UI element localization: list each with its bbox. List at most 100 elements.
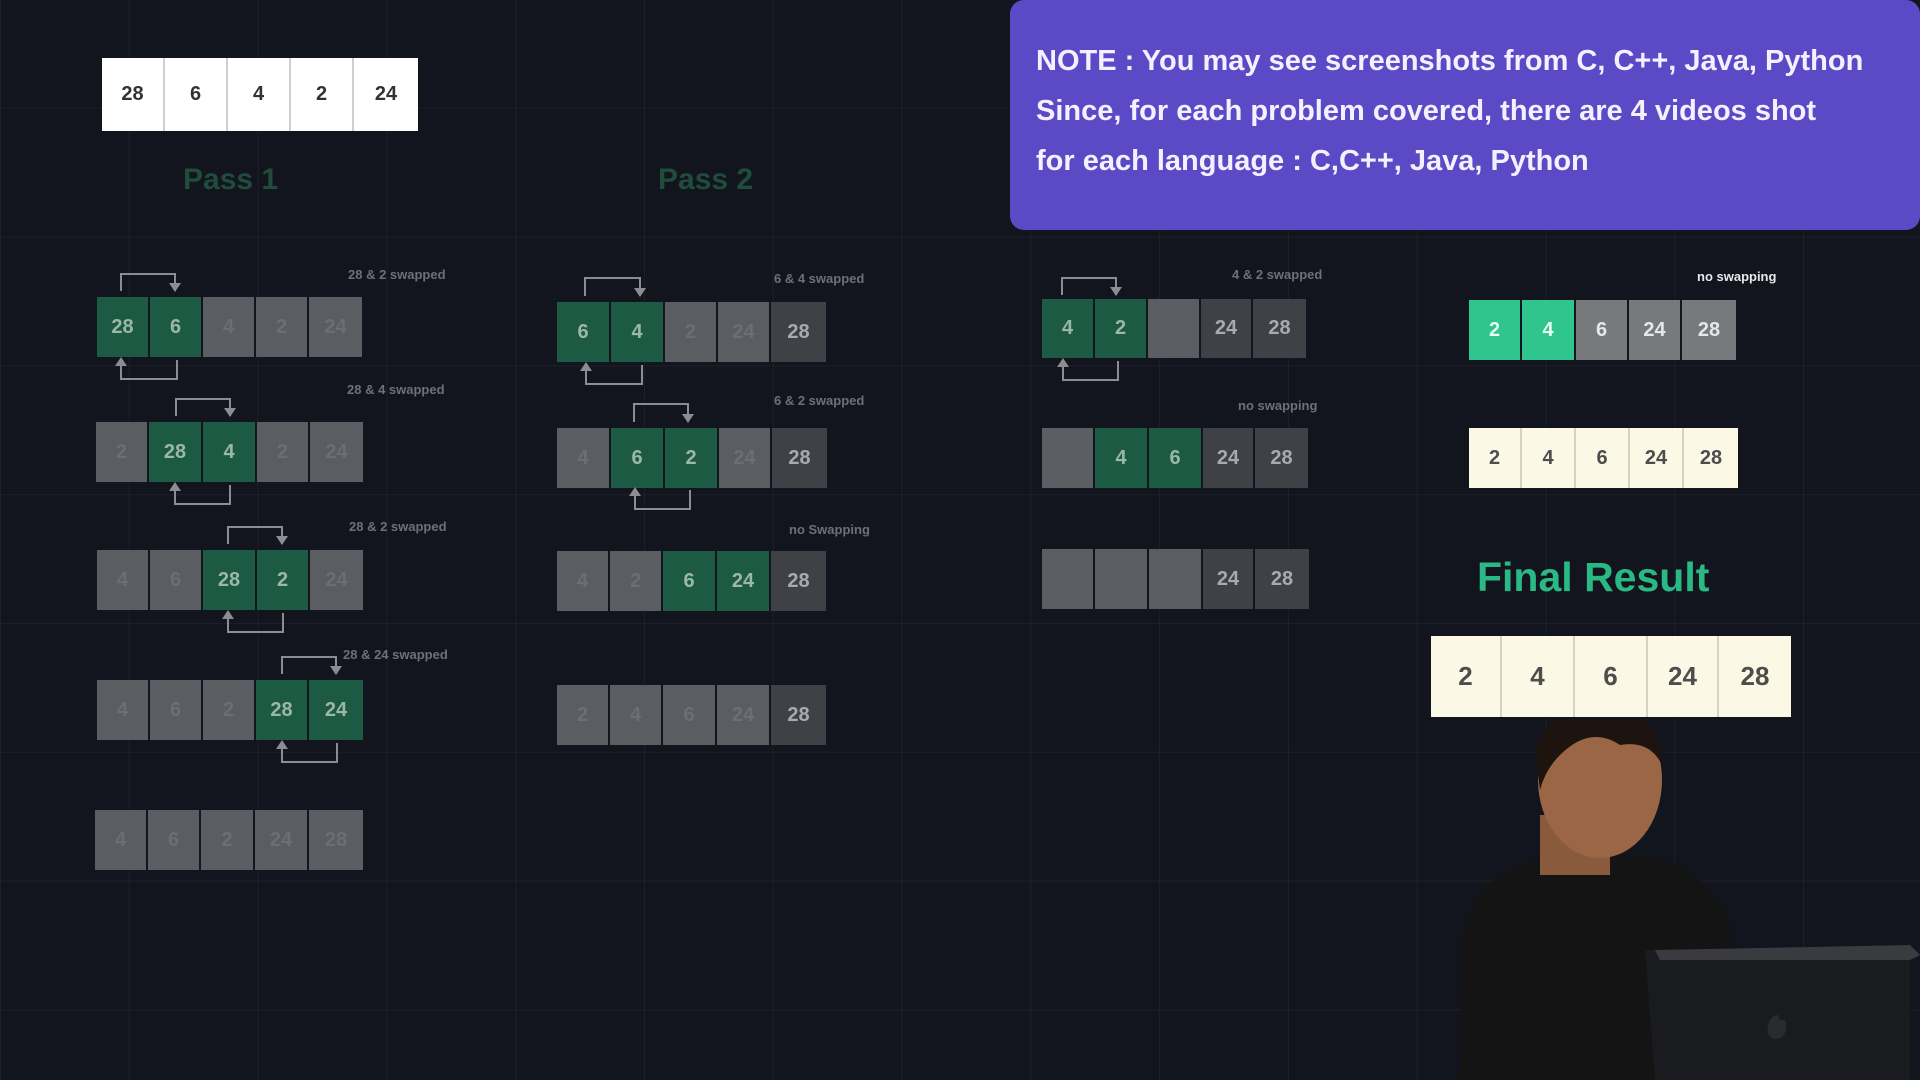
array-cell: 24	[255, 810, 309, 870]
swap-arrow	[227, 613, 284, 633]
array-cell: 2	[257, 422, 310, 482]
array-cell: 28	[203, 550, 257, 610]
array-cell: 4	[228, 58, 291, 131]
arrow-head-up-icon	[580, 362, 592, 371]
input-array: 28 6 4 2 24	[102, 58, 418, 131]
pass3-step2-array: 2 4 6 24 28	[1042, 428, 1308, 488]
arrow-head-up-icon	[115, 357, 127, 366]
array-cell: 4	[1522, 300, 1576, 360]
note-line-2: Since, for each problem covered, there a…	[1036, 95, 1817, 127]
array-cell: 6	[663, 685, 717, 745]
swap-arrow	[634, 490, 691, 510]
array-cell: 6	[1575, 636, 1648, 717]
array-cell: 28	[102, 58, 165, 131]
array-cell: 4	[1095, 549, 1149, 609]
pass2-step1-array: 6 4 2 24 28	[557, 302, 826, 362]
swap-arrow	[281, 743, 338, 763]
step-label: 28 & 24 swapped	[343, 647, 448, 662]
pass4-step2-array: 2 4 6 24 28	[1469, 428, 1738, 488]
array-cell: 28	[309, 810, 363, 870]
array-cell: 28	[149, 422, 203, 482]
swap-arrow	[120, 360, 178, 380]
array-cell: 4	[1502, 636, 1575, 717]
array-cell: 2	[1042, 549, 1095, 609]
array-cell: 28	[771, 685, 826, 745]
pass3-step1-array: 4 2 6 24 28	[1042, 299, 1306, 358]
array-cell: 2	[96, 422, 149, 482]
array-cell: 24	[719, 428, 772, 488]
final-result-array: 2 4 6 24 28	[1431, 636, 1791, 717]
swap-arrow	[174, 485, 231, 505]
array-cell: 6	[150, 680, 203, 740]
arrow-head-down-icon	[224, 408, 236, 417]
array-cell: 4	[97, 550, 150, 610]
step-label: 6 & 2 swapped	[774, 393, 865, 408]
array-cell: 4	[1522, 428, 1576, 488]
array-cell: 24	[309, 680, 363, 740]
array-cell: 28	[1253, 299, 1306, 358]
array-cell: 28	[256, 680, 309, 740]
arrow-head-down-icon	[169, 283, 181, 292]
swap-arrow	[1061, 277, 1117, 295]
array-cell: 2	[557, 685, 610, 745]
array-cell: 24	[310, 550, 363, 610]
array-cell: 2	[203, 680, 256, 740]
arrow-head-down-icon	[634, 288, 646, 297]
note-line-1: NOTE : You may see screenshots from C, C…	[1036, 45, 1864, 77]
array-cell: 4	[203, 297, 256, 357]
array-cell: 24	[310, 422, 363, 482]
arrow-head-down-icon	[682, 414, 694, 423]
array-cell: 6	[165, 58, 228, 131]
array-cell: 4	[610, 685, 663, 745]
pass3-step3-array: 2 4 6 24 28	[1042, 549, 1309, 609]
step-label: 6 & 4 swapped	[774, 271, 865, 286]
array-cell: 28	[97, 297, 150, 357]
swap-arrow	[585, 365, 643, 385]
array-cell: 2	[291, 58, 354, 131]
pass1-step1-array: 28 6 4 2 24	[97, 297, 362, 357]
arrow-head-up-icon	[276, 740, 288, 749]
pass-2-title: Pass 2	[658, 163, 754, 196]
array-cell: 4	[611, 302, 665, 362]
array-cell: 6	[557, 302, 611, 362]
arrow-head-up-icon	[1057, 358, 1069, 367]
array-cell: 2	[257, 550, 310, 610]
array-cell: 28	[771, 551, 826, 611]
presenter-video	[1440, 720, 1920, 1080]
array-cell: 24	[1648, 636, 1719, 717]
array-cell: 24	[717, 685, 771, 745]
array-cell: 28	[1255, 549, 1309, 609]
note-line-3: for each language : C,C++, Java, Python	[1036, 145, 1589, 177]
pass1-step4-array: 4 6 2 28 24	[97, 680, 363, 740]
swap-arrow	[633, 403, 689, 422]
array-cell: 28	[1684, 428, 1738, 488]
array-cell: 2	[1431, 636, 1502, 717]
array-cell: 24	[718, 302, 771, 362]
array-cell: 28	[772, 428, 827, 488]
array-cell: 24	[717, 551, 771, 611]
array-cell: 2	[1469, 428, 1522, 488]
swap-arrow	[175, 398, 231, 416]
array-cell: 2	[256, 297, 309, 357]
array-cell: 4	[557, 551, 610, 611]
step-label: 4 & 2 swapped	[1232, 267, 1323, 282]
array-cell: 2	[1469, 300, 1522, 360]
arrow-head-down-icon	[276, 536, 288, 545]
array-cell: 2	[665, 302, 718, 362]
array-cell: 24	[1630, 428, 1684, 488]
array-cell: 24	[1203, 428, 1255, 488]
step-label: 28 & 4 swapped	[347, 382, 445, 397]
step-label: no Swapping	[789, 522, 870, 537]
pass1-step2-array: 2 28 4 2 24	[96, 422, 363, 482]
pass1-step5-array: 4 6 2 24 28	[95, 810, 363, 870]
swap-arrow	[1062, 361, 1119, 381]
array-cell: 24	[1201, 299, 1253, 358]
array-cell: 24	[309, 297, 362, 357]
array-cell: 4	[1042, 299, 1095, 358]
array-cell: 6	[150, 550, 203, 610]
swap-arrow	[120, 273, 176, 291]
pass2-step4-array: 2 4 6 24 28	[557, 685, 826, 745]
array-cell: 6	[663, 551, 717, 611]
step-label: no swapping	[1238, 398, 1318, 413]
array-cell: 6	[150, 297, 203, 357]
